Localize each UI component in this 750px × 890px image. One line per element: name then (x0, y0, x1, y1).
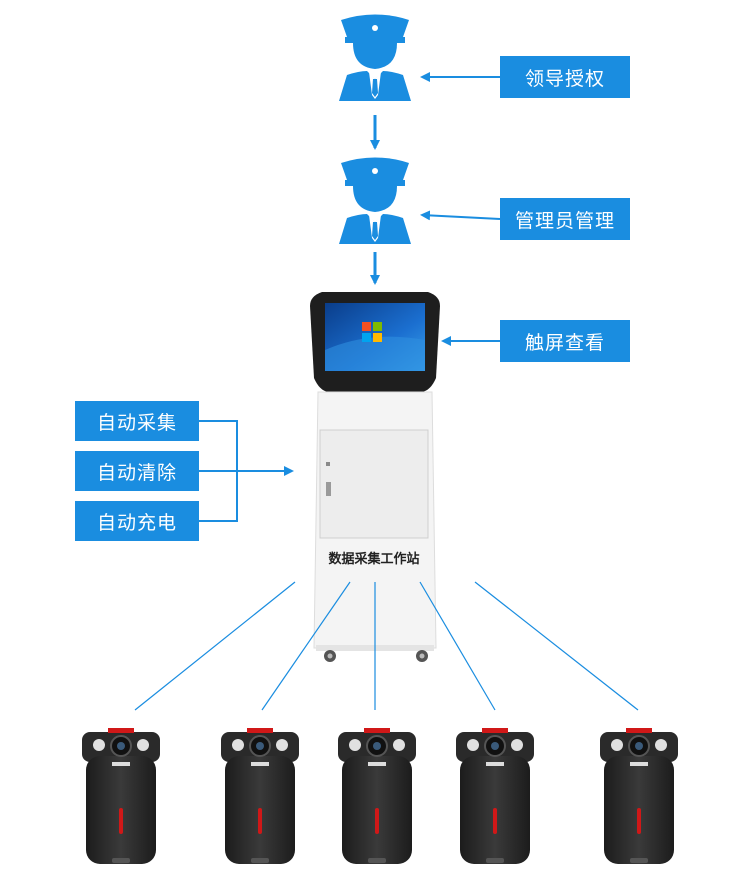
label-admin-manage: 管理员管理 (500, 198, 630, 240)
body-camera-icon (82, 728, 160, 864)
device-connection-lines (134, 581, 639, 711)
label-touch-view: 触屏查看 (500, 320, 630, 362)
label-auto-clear: 自动清除 (75, 451, 199, 491)
officer-icon-admin (339, 157, 411, 244)
label-auto-charge: 自动充电 (75, 501, 199, 541)
body-camera-icon (600, 728, 678, 864)
body-camera-icon (456, 728, 534, 864)
arrow-admin-manage (420, 210, 501, 221)
officer-icon-leader (339, 14, 411, 101)
kiosk-terminal (310, 292, 440, 662)
label-auto-collect: 自动采集 (75, 401, 199, 441)
bracket-connector (199, 420, 294, 522)
label-leader-auth: 领导授权 (500, 56, 630, 98)
body-camera-icon (221, 728, 299, 864)
body-camera-icon (338, 728, 416, 864)
station-name: 数据采集工作站 (328, 552, 420, 567)
